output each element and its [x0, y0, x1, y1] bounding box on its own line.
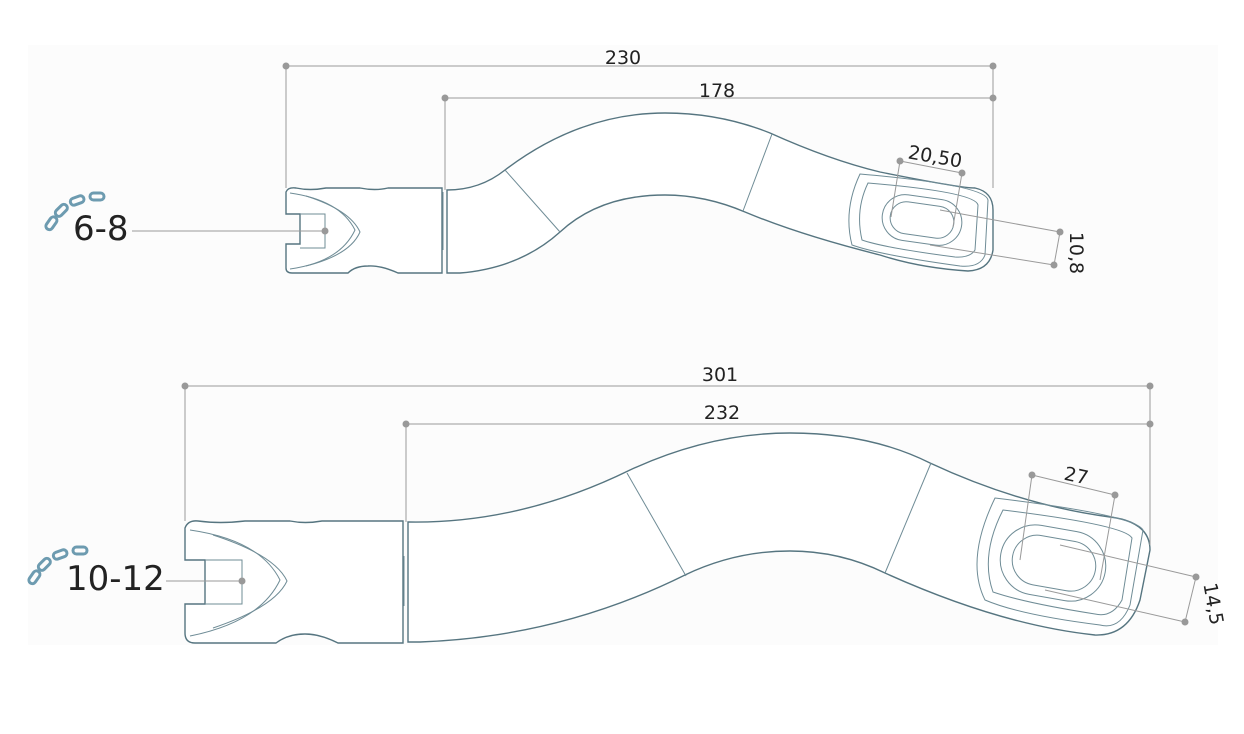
slot-width-label-large: 14,5: [1198, 581, 1227, 626]
chain-size-label-small: 6-8: [73, 209, 129, 249]
body-length-label-large: 232: [704, 402, 740, 424]
chain-icon: [27, 545, 89, 586]
slot-length-label-small: 20,50: [906, 142, 963, 173]
hook-body-small: [446, 112, 994, 274]
shackle-end-large: [184, 520, 404, 644]
hook-small: [285, 112, 994, 274]
slot-length-label-large: 27: [1062, 463, 1090, 490]
overall-length-label-large: 301: [702, 364, 738, 386]
overall-length-label-small: 230: [605, 47, 641, 69]
dimensions-small: [132, 62, 1064, 269]
body-length-label-small: 178: [699, 80, 735, 102]
chain-size-label-large: 10-12: [66, 559, 165, 599]
slot-outer-small: [848, 173, 989, 267]
hook-body-large: [407, 432, 1151, 643]
slot-width-label-small: 10,8: [1065, 232, 1087, 274]
shackle-end-small: [285, 187, 443, 274]
slot-outer-large: [976, 497, 1144, 627]
hook-large: [184, 432, 1151, 644]
dimensions-large: [166, 382, 1200, 626]
chain-icon: [44, 191, 106, 232]
